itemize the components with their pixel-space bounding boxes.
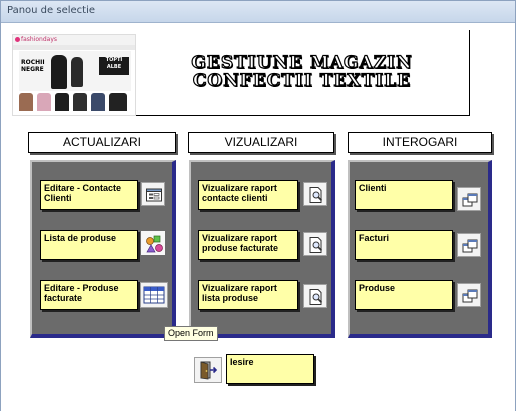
datasheet-icon: [143, 286, 165, 304]
logo-ad-right-line2: ALBE: [106, 64, 122, 70]
logo-ad-right: TOPTI ALBE: [99, 57, 129, 75]
label-raport-contacte-clienti[interactable]: Vizualizare raport contacte clienti: [198, 180, 298, 210]
button-editare-produse-facturate[interactable]: [140, 282, 168, 308]
logo-mark-icon: [15, 37, 20, 42]
logo-ad-left-line2: NEGRE: [21, 66, 44, 73]
label-iesire[interactable]: Iesire: [226, 354, 314, 384]
page-title: GESTIUNE MAGAZIN CONFECTII TEXTILE: [136, 53, 468, 91]
header-right-line: [469, 30, 470, 116]
section-header-vizualizari: VIZUALIZARI: [188, 132, 334, 153]
button-facturi[interactable]: [457, 233, 481, 257]
product-thumb-icon: [19, 93, 33, 111]
open-form-icon: [462, 289, 478, 303]
report-preview-icon: [309, 187, 323, 203]
label-raport-lista-produse[interactable]: Vizualizare raport lista produse: [198, 280, 298, 310]
product-thumb-icon: [55, 93, 69, 111]
product-thumb-icon: [37, 93, 51, 111]
header-bottom-line: [134, 115, 470, 116]
product-thumb-icon: [73, 93, 87, 111]
button-produse[interactable]: [457, 283, 481, 307]
tooltip-open-form: Open Form: [164, 326, 218, 341]
exit-door-icon: [200, 361, 218, 380]
report-preview-icon: [309, 289, 323, 305]
label-facturi[interactable]: Facturi: [355, 230, 453, 260]
logo-ad-left-line1: ROCHII: [21, 59, 45, 66]
label-lista-de-produse[interactable]: Lista de produse: [40, 230, 138, 260]
shapes-icon: [146, 235, 163, 253]
label-clienti[interactable]: Clienti: [355, 180, 453, 210]
report-preview-icon: [309, 237, 323, 253]
exit-button[interactable]: [194, 357, 222, 383]
logo-ad-left: ROCHII NEGRE: [21, 59, 45, 73]
form-icon: [146, 188, 162, 202]
open-form-icon: [462, 193, 478, 207]
label-raport-produse-facturate[interactable]: Vizualizare raport produse facturate: [198, 230, 298, 260]
form-header: fashiondays ROCHII NEGRE TOPTI ALBE GEST…: [4, 30, 512, 116]
section-header-interogari: INTEROGARI: [348, 132, 492, 153]
page-title-line2: CONFECTII TEXTILE: [192, 71, 412, 91]
logo-ad-right-line1: TOPTI: [105, 57, 123, 63]
button-raport-lista-produse[interactable]: [303, 284, 327, 308]
label-editare-produse-facturate[interactable]: Editare - Produse facturate: [40, 280, 138, 310]
product-thumb-icon: [91, 93, 105, 111]
open-form-icon: [462, 239, 478, 253]
page-title-line1: GESTIUNE MAGAZIN: [191, 53, 413, 73]
shop-logo-image: fashiondays ROCHII NEGRE TOPTI ALBE: [12, 34, 136, 116]
logo-nav-strip: [13, 45, 135, 50]
button-editare-contacte-clienti[interactable]: [141, 182, 165, 206]
label-editare-contacte-clienti[interactable]: Editare - Contacte Clienti: [40, 180, 138, 210]
window-titlebar[interactable]: Panou de selectie: [1, 1, 515, 23]
logo-top-bar: [13, 35, 135, 45]
model-figure-icon: [71, 57, 83, 87]
window-title: Panou de selectie: [7, 5, 96, 16]
model-figure-icon: [51, 55, 67, 89]
section-header-actualizari: ACTUALIZARI: [28, 132, 176, 153]
logo-brand-text: fashiondays: [21, 36, 58, 43]
button-clienti[interactable]: [457, 187, 481, 211]
product-thumb-icon: [109, 93, 127, 111]
button-lista-de-produse[interactable]: [141, 231, 165, 255]
button-raport-produse-facturate[interactable]: [303, 232, 327, 256]
button-raport-contacte-clienti[interactable]: [303, 182, 327, 206]
label-produse[interactable]: Produse: [355, 280, 453, 310]
